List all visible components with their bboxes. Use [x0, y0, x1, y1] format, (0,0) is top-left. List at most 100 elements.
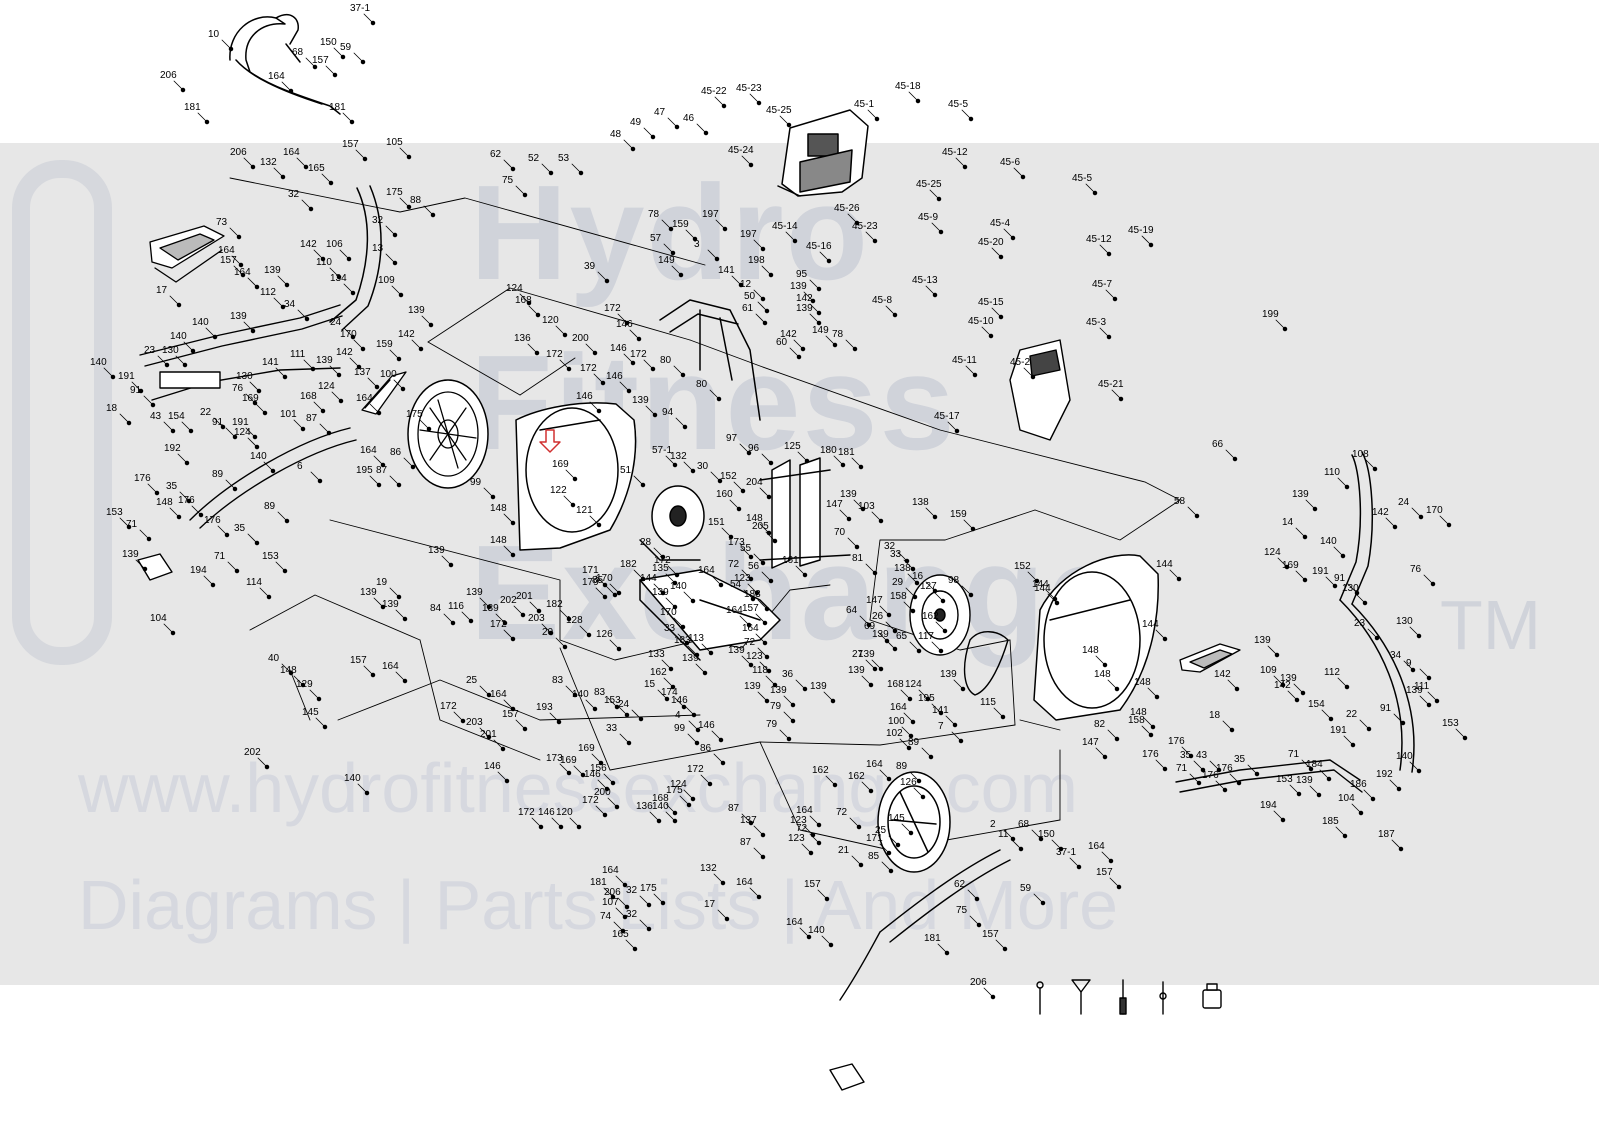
- part-marker: [816, 840, 822, 846]
- leader-line: [753, 825, 763, 835]
- part-marker: [990, 994, 996, 1000]
- leader-line: [497, 771, 507, 781]
- leader-line: [1391, 839, 1401, 849]
- part-marker: [824, 896, 830, 902]
- leader-line: [393, 379, 403, 389]
- part-marker: [126, 524, 132, 530]
- leader-line: [589, 515, 599, 525]
- leader-line: [633, 569, 643, 579]
- part-marker: [240, 272, 246, 278]
- part-marker: [350, 334, 356, 340]
- leader-line: [389, 475, 399, 485]
- part-marker: [262, 410, 268, 416]
- part-marker: [396, 356, 402, 362]
- part-label: 197: [702, 209, 719, 220]
- leader-line: [1427, 691, 1437, 701]
- part-label: 124: [506, 283, 523, 294]
- part-label: 148: [490, 503, 507, 514]
- part-marker: [338, 398, 344, 404]
- leader-line: [710, 471, 720, 481]
- leader-line: [953, 679, 963, 689]
- part-marker: [558, 824, 564, 830]
- leader-line: [729, 499, 739, 509]
- part-marker: [728, 534, 734, 540]
- part-label: 130: [1342, 583, 1359, 594]
- part-marker: [768, 460, 774, 466]
- leader-line: [967, 889, 977, 899]
- leader-line: [1247, 764, 1257, 774]
- leader-line: [1411, 507, 1421, 517]
- part-label: 140: [344, 773, 361, 784]
- part-label: 133: [648, 649, 665, 660]
- part-marker: [1344, 684, 1350, 690]
- part-marker: [1358, 810, 1364, 816]
- part-label: 182: [546, 599, 563, 610]
- part-marker: [998, 314, 1004, 320]
- part-marker: [204, 119, 210, 125]
- leader-line: [1023, 367, 1033, 377]
- leader-line: [785, 231, 795, 241]
- part-marker: [678, 272, 684, 278]
- part-marker: [691, 712, 697, 718]
- part-marker: [396, 594, 402, 600]
- part-marker: [1076, 864, 1082, 870]
- leader-line: [1365, 459, 1375, 469]
- leader-line: [281, 81, 291, 91]
- part-label: 55: [740, 543, 752, 554]
- part-marker: [656, 818, 662, 824]
- leader-line: [453, 711, 463, 721]
- part-marker: [1118, 396, 1124, 402]
- part-label: 43: [150, 411, 162, 422]
- part-marker: [180, 87, 186, 93]
- leader-line: [1109, 877, 1119, 887]
- leader-line: [1305, 499, 1315, 509]
- leader-line: [783, 695, 793, 705]
- part-label: 109: [1260, 665, 1277, 676]
- part-marker: [284, 518, 290, 524]
- part-label: 193: [536, 702, 553, 713]
- leader-line: [757, 599, 767, 609]
- part-marker: [1328, 716, 1334, 722]
- part-label: 89: [212, 469, 224, 480]
- leader-line: [1051, 839, 1061, 849]
- part-label: 148: [490, 535, 507, 546]
- leader-line: [275, 561, 285, 571]
- leader-line: [867, 109, 877, 119]
- part-marker: [1396, 786, 1402, 792]
- part-label: 57: [650, 233, 662, 244]
- leader-line: [851, 855, 861, 865]
- leader-line: [303, 359, 313, 369]
- part-marker: [1362, 600, 1368, 606]
- leader-line: [605, 585, 615, 595]
- part-marker: [707, 781, 713, 787]
- leader-line: [281, 663, 291, 673]
- part-label: 22: [1346, 709, 1358, 720]
- part-label: 148: [746, 513, 763, 524]
- part-label: 139: [428, 545, 445, 556]
- part-label: 16: [912, 571, 924, 582]
- leader-line: [169, 295, 179, 305]
- part-marker: [604, 786, 610, 792]
- part-label: 89: [264, 501, 276, 512]
- part-marker: [738, 282, 744, 288]
- part-label: 139: [940, 669, 957, 680]
- leader-line: [1045, 589, 1055, 599]
- part-marker: [756, 100, 762, 106]
- part-label: 197: [740, 229, 757, 240]
- part-marker: [1176, 576, 1182, 582]
- part-label: 139: [810, 681, 827, 692]
- leader-line: [131, 381, 141, 391]
- leader-line: [1267, 645, 1277, 655]
- leader-line: [677, 633, 687, 643]
- part-label: 18: [106, 403, 118, 414]
- part-marker: [760, 560, 766, 566]
- part-marker: [1114, 736, 1120, 742]
- part-label: 149: [658, 255, 675, 266]
- leader-line: [597, 779, 607, 789]
- leader-line: [403, 457, 413, 467]
- part-label: 75: [502, 175, 514, 186]
- right-pedal: [1179, 643, 1241, 673]
- part-label: 130: [162, 345, 179, 356]
- leader-line: [865, 563, 875, 573]
- part-marker: [668, 666, 674, 672]
